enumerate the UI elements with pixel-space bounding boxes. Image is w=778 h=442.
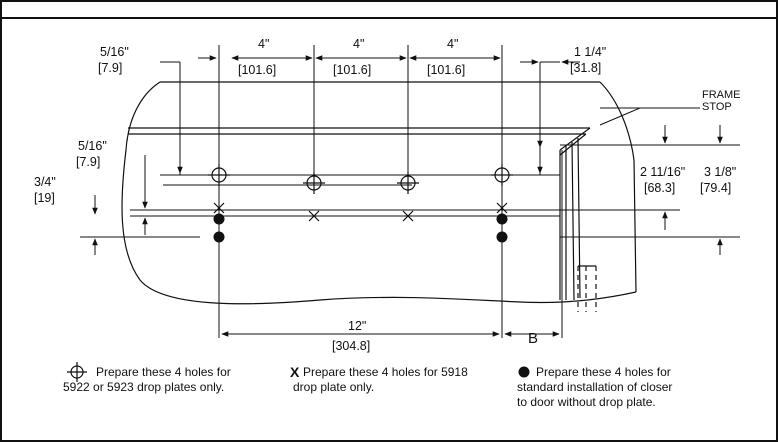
dim-left-low-imperial: 3/4" [34, 175, 56, 189]
dim-spacing3-metric: [101.6] [427, 63, 465, 77]
x-mark [213, 202, 225, 214]
crosshair-hole [208, 164, 230, 186]
dim-right-inner-imperial: 2 11/16" [640, 165, 685, 179]
dim-top-right-imperial: 1 1/4" [574, 45, 606, 59]
crosshair-hole [491, 164, 513, 186]
dim-left-mid-imperial: 5/16" [78, 139, 107, 153]
legend-crosshair-line2: 5922 or 5923 drop plates only. [63, 380, 224, 394]
x-mark [402, 210, 414, 222]
dim-spacing2-metric: [101.6] [333, 63, 371, 77]
legend-filled-line2: standard installation of closer [517, 380, 672, 394]
legend-filled-line3: to door without drop plate. [517, 395, 656, 409]
frame-stop-label-line2: STOP [702, 101, 732, 113]
dim-spacing1-imperial: 4" [258, 37, 269, 51]
legend-filled-line1: Prepare these 4 holes for [536, 365, 671, 379]
reference-lines [80, 144, 740, 238]
filled-circle-icon [518, 366, 530, 378]
dim-left-low-metric: [19] [34, 191, 55, 205]
legend-x-line1: Prepare these 4 holes for 5918 [303, 365, 468, 379]
drop-plate-5918-holes [213, 202, 508, 222]
dim-bottom-metric: [304.8] [332, 339, 370, 353]
dim-spacing3-imperial: 4" [447, 37, 458, 51]
dim-b-label: B [528, 330, 538, 347]
left-dimensions [92, 62, 183, 255]
filled-hole [496, 213, 508, 225]
x-mark [308, 210, 320, 222]
crosshair-hole [397, 172, 419, 194]
dim-left-mid-metric: [7.9] [76, 155, 100, 169]
legend-item-crosshair: Prepare these 4 holes for 5922 or 5923 d… [63, 362, 231, 394]
dim-spacing1-metric: [101.6] [238, 63, 276, 77]
dim-top-right-metric: [31.8] [570, 61, 601, 75]
crosshair-circle-icon [67, 362, 87, 382]
standard-install-holes [213, 213, 508, 243]
dim-top-left-metric: [7.9] [98, 61, 122, 75]
legend-item-x: X Prepare these 4 holes for 5918 drop pl… [290, 364, 468, 394]
dim-bottom-imperial: 12" [348, 319, 366, 333]
legend-crosshair-line1: Prepare these 4 holes for [96, 365, 231, 379]
frame-stop-callout: FRAME STOP [599, 89, 741, 126]
filled-hole [496, 231, 508, 243]
legend-x-line2: drop plate only. [293, 380, 374, 394]
dim-right-outer-metric: [79.4] [700, 181, 731, 195]
frame-stop-label-line1: FRAME [702, 89, 741, 101]
legend-item-filled: Prepare these 4 holes for standard insta… [517, 365, 672, 409]
drop-plate-5922-holes [208, 164, 513, 194]
top-dimensions [198, 55, 580, 65]
dim-top-left-imperial: 5/16" [100, 45, 129, 59]
dim-right-inner-metric: [68.3] [644, 181, 675, 195]
dim-spacing2-imperial: 4" [353, 37, 364, 51]
filled-hole [213, 231, 225, 243]
dim-right-outer-imperial: 3 1/8" [704, 165, 736, 179]
x-mark [496, 202, 508, 214]
legend: Prepare these 4 holes for 5922 or 5923 d… [63, 362, 672, 409]
filled-hole [213, 213, 225, 225]
right-dimensions [537, 125, 723, 255]
legend-x-symbol: X [290, 364, 300, 380]
door-outline [121, 81, 637, 312]
extension-lines [160, 45, 563, 338]
crosshair-hole [303, 172, 325, 194]
